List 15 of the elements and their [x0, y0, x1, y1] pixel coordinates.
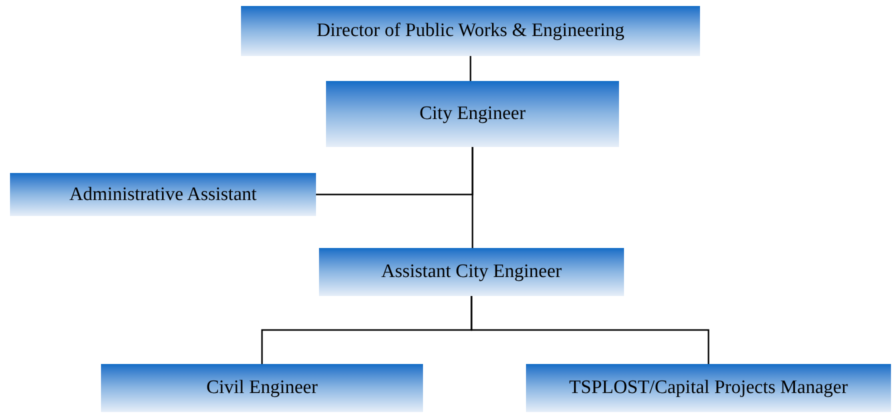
org-box [101, 364, 423, 412]
connector-line [470, 56, 472, 81]
box-title: Civil Engineer [206, 376, 318, 400]
box-title: City Engineer [419, 102, 526, 126]
connector-line [316, 147, 474, 196]
box-title: Assistant City Engineer [381, 260, 562, 284]
connector-line [470, 296, 710, 364]
org-box [526, 364, 891, 412]
org-box [319, 248, 624, 296]
box-title: Administrative Assistant [69, 182, 257, 206]
org-box [326, 81, 619, 147]
org-box [10, 173, 316, 216]
org-box [241, 6, 700, 56]
box-title: Director of Public Works & Engineering [316, 19, 624, 43]
box-title: TSPLOST/Capital Projects Manager [569, 376, 848, 400]
